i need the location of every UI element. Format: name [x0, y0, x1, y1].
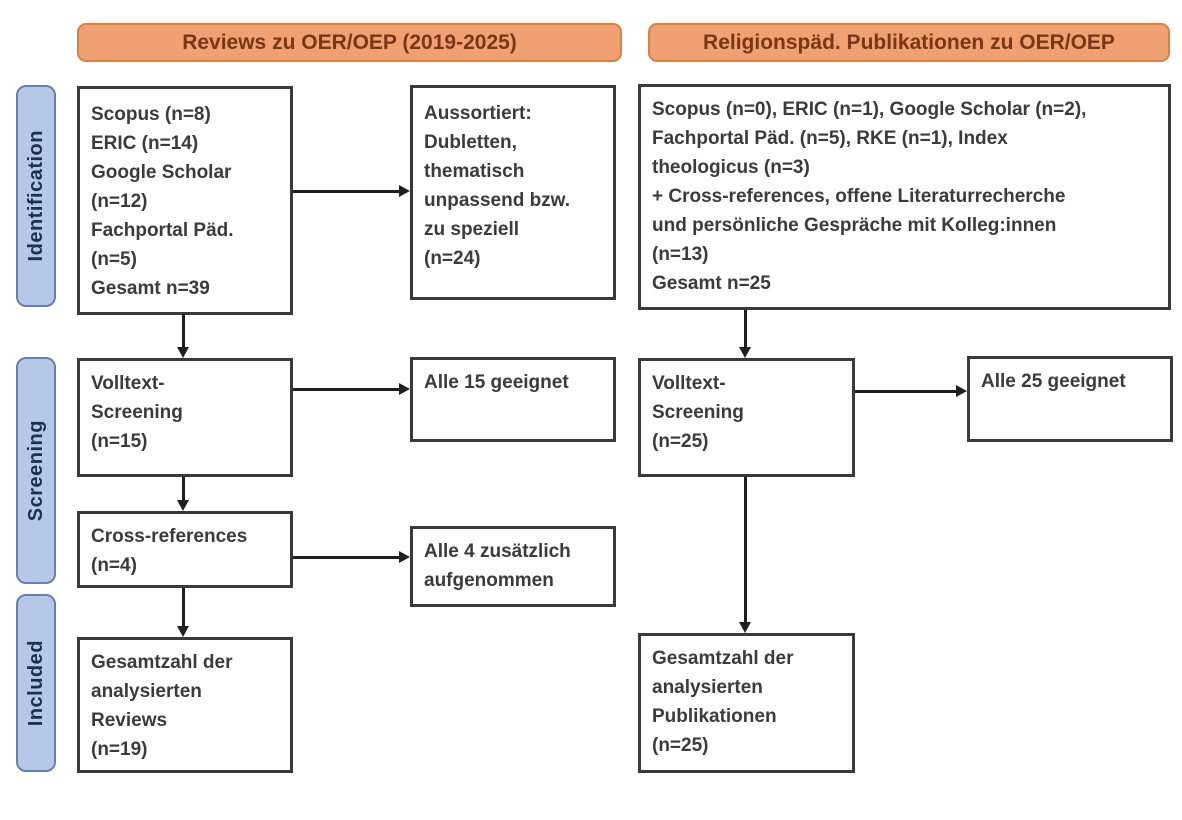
box-right-included-total: Gesamtzahl der analysierten Publikatione… [638, 633, 855, 773]
box-right-fulltext-result: Alle 25 geeignet [967, 356, 1173, 442]
box-right-sources: Scopus (n=0), ERIC (n=1), Google Scholar… [638, 84, 1171, 310]
stage-label-included: Included [16, 594, 56, 772]
stage-label-identification: Identification [16, 85, 56, 307]
stage-label-included-text: Included [24, 639, 47, 727]
box-left-excluded: Aussortiert: Dubletten, thematisch unpas… [410, 85, 616, 300]
box-left-cross-references-result: Alle 4 zusätzlich aufgenommen [410, 526, 616, 607]
stage-label-screening-text: Screening [24, 419, 47, 522]
arrow-right-fulltext-to-included [739, 477, 751, 633]
header-religionspaed-publikationen: Religionspäd. Publikationen zu OER/OEP [648, 23, 1170, 62]
box-left-included-total: Gesamtzahl der analysierten Reviews (n=1… [77, 637, 293, 773]
stage-label-identification-text: Identification [24, 130, 47, 262]
arrow-right-sources-to-fulltext [739, 310, 751, 358]
box-left-sources: Scopus (n=8) ERIC (n=14) Google Scholar … [77, 86, 293, 315]
box-left-fulltext-result: Alle 15 geeignet [410, 357, 616, 442]
header-reviews-oer-oep: Reviews zu OER/OEP (2019-2025) [77, 23, 622, 62]
arrow-left-sources-to-excluded [293, 185, 410, 197]
arrow-right-fulltext-to-result [855, 385, 967, 397]
arrow-left-crossref-to-included [177, 588, 189, 637]
box-left-cross-references: Cross-references (n=4) [77, 511, 293, 588]
arrow-left-crossref-to-result [293, 551, 410, 563]
arrow-left-sources-to-fulltext [177, 314, 189, 358]
arrow-left-fulltext-to-crossref [177, 477, 189, 511]
stage-label-screening: Screening [16, 357, 56, 584]
arrow-left-fulltext-to-result [293, 383, 410, 395]
box-right-fulltext-screening: Volltext- Screening (n=25) [638, 358, 855, 477]
box-left-fulltext-screening: Volltext- Screening (n=15) [77, 358, 293, 477]
